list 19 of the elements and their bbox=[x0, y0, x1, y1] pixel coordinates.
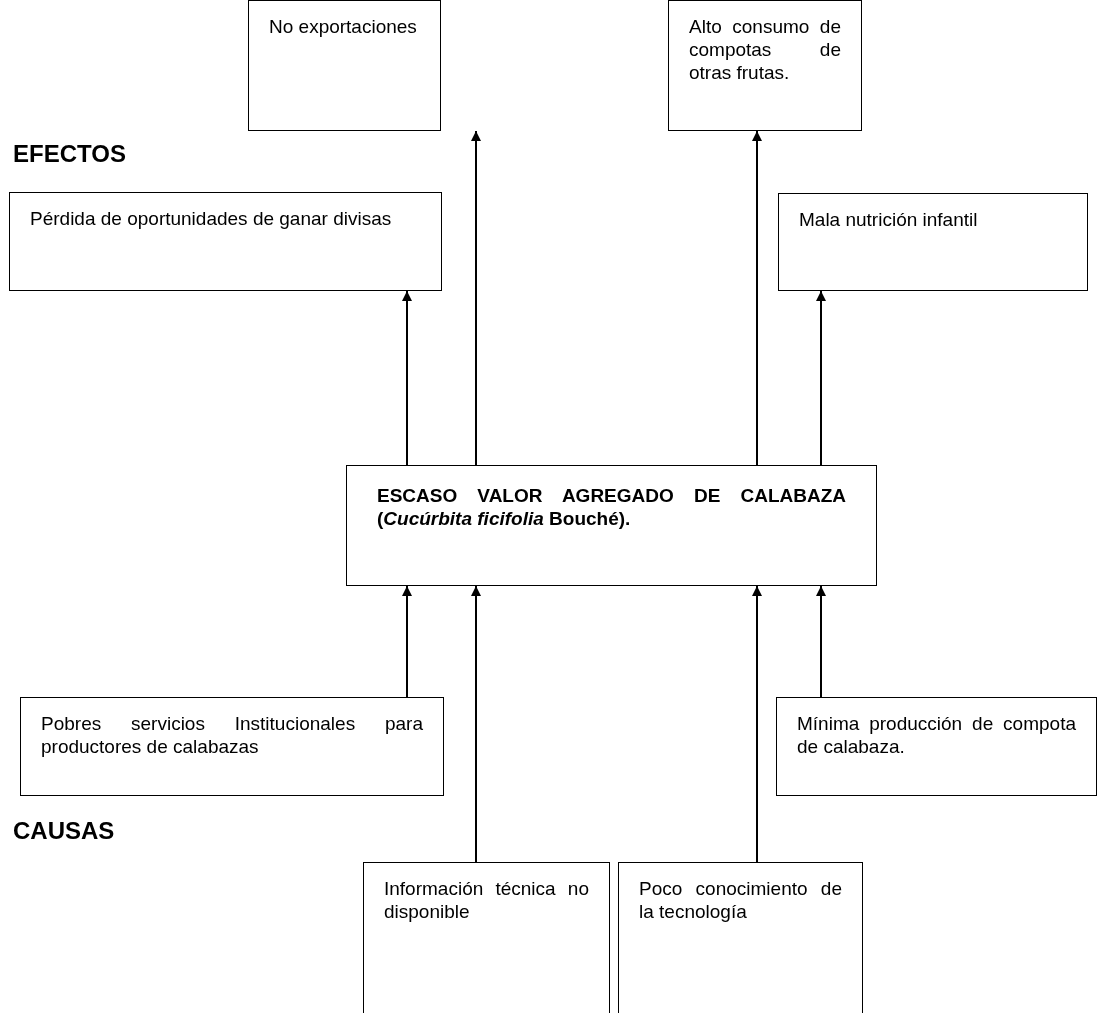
arrow bbox=[402, 290, 412, 466]
arrow bbox=[816, 290, 826, 466]
arrow bbox=[471, 130, 481, 466]
cause-box: Mínima producción de compota de calabaza. bbox=[776, 697, 1097, 796]
arrow bbox=[752, 130, 762, 466]
cause-box: Pobres servicios Institucionales para productores de calabazas bbox=[20, 697, 444, 796]
cause-box: Información técnica no disponible bbox=[363, 862, 610, 1013]
effect-box: Mala nutrición infantil bbox=[778, 193, 1088, 291]
arrow bbox=[816, 585, 826, 698]
section-heading: CAUSAS bbox=[13, 817, 115, 845]
effect-box: Alto consumo de compotas de otras frutas. bbox=[668, 0, 862, 131]
effect-box: No exportaciones bbox=[248, 0, 441, 131]
arrow bbox=[402, 585, 412, 698]
arrow bbox=[752, 585, 762, 863]
section-heading: EFECTOS bbox=[13, 140, 126, 168]
problem-box: ESCASO VALOR AGREGADO DE CALABAZA (Cucúrbita ficifolia Bouché). bbox=[346, 465, 877, 586]
effect-box: Pérdida de oportunidades de ganar divisas bbox=[9, 192, 442, 291]
cause-box: Poco conocimiento de la tecnología bbox=[618, 862, 863, 1013]
arrow bbox=[471, 585, 481, 863]
